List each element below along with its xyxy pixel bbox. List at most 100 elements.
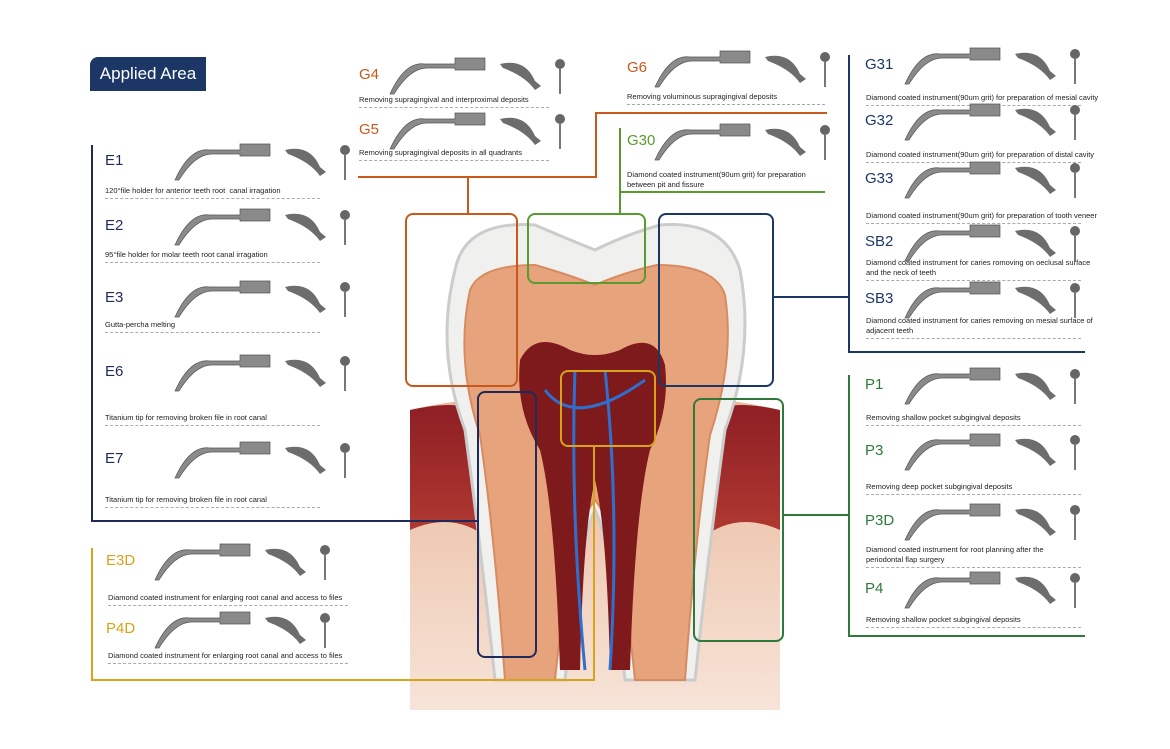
enlarge-bracket-left bbox=[91, 548, 93, 681]
divider bbox=[105, 198, 320, 199]
enlarge-bracket-bottom bbox=[91, 679, 595, 681]
supra-drop bbox=[467, 176, 469, 214]
instrument-code: G6 bbox=[627, 59, 648, 76]
instrument-code: P1 bbox=[865, 376, 884, 393]
instrument-description: Removing deep pocket subgingival deposit… bbox=[866, 482, 1013, 491]
voluminous-up bbox=[595, 112, 597, 178]
instrument-code: G31 bbox=[865, 56, 894, 73]
instrument-tip-images bbox=[385, 56, 570, 101]
instrument-tip-images bbox=[170, 142, 355, 187]
voluminous-line bbox=[595, 112, 827, 114]
instrument-description: Diamond coated instrument(90um grit) for… bbox=[866, 150, 1095, 159]
instrument-description: Diamond coated instrument for caries rem… bbox=[866, 316, 1093, 335]
instrument-code: G32 bbox=[865, 112, 894, 129]
enlarge-bracket-up bbox=[593, 446, 595, 681]
tooth-cross-section-illustration bbox=[395, 210, 795, 715]
divider bbox=[105, 425, 320, 426]
divider bbox=[108, 605, 348, 606]
instrument-tip-images bbox=[170, 279, 355, 324]
instrument-tip-images bbox=[150, 610, 335, 655]
endo-bracket-bottom bbox=[91, 520, 479, 522]
instrument-tip-images bbox=[900, 502, 1085, 547]
region-box-supragingival bbox=[405, 213, 518, 387]
instrument-code: G33 bbox=[865, 170, 894, 187]
divider bbox=[105, 332, 320, 333]
instrument-code: E3 bbox=[105, 289, 124, 306]
instrument-description: Removing shallow pocket subgingival depo… bbox=[866, 413, 1021, 422]
instrument-tip-images bbox=[150, 542, 335, 587]
instrument-description: Removing supragingival and interproximal… bbox=[359, 95, 529, 104]
fissure-left bbox=[619, 128, 621, 214]
instrument-tip-images bbox=[900, 102, 1085, 147]
divider bbox=[627, 104, 825, 105]
instrument-description: Diamond coated instrument for caries rom… bbox=[866, 258, 1091, 277]
divider bbox=[108, 663, 348, 664]
divider bbox=[866, 494, 1081, 495]
instrument-code: P3 bbox=[865, 442, 884, 459]
instrument-code: E7 bbox=[105, 450, 124, 467]
region-box-pulp bbox=[560, 370, 656, 447]
instrument-code: G4 bbox=[359, 66, 380, 83]
instrument-tip-images bbox=[170, 207, 355, 252]
applied-area-title: Applied Area bbox=[90, 57, 206, 91]
region-box-cavity bbox=[658, 213, 774, 387]
divider bbox=[359, 160, 549, 161]
region-box-root-canal bbox=[477, 391, 537, 658]
instrument-code: G5 bbox=[359, 121, 380, 138]
instrument-tip-images bbox=[385, 111, 570, 156]
instrument-description: Gutta-percha melting bbox=[105, 320, 176, 329]
instrument-code: P4 bbox=[865, 580, 884, 597]
instrument-description: 95°file holder for molar teeth root cana… bbox=[105, 250, 268, 259]
perio-bottom bbox=[848, 635, 1085, 637]
instrument-code: P3D bbox=[865, 512, 895, 529]
instrument-tip-images bbox=[170, 440, 355, 485]
divider bbox=[105, 507, 320, 508]
instrument-tip-images bbox=[170, 353, 355, 398]
instrument-description: Titanium tip for removing broken file in… bbox=[105, 495, 267, 504]
instrument-tip-images bbox=[900, 223, 1085, 268]
instrument-code: G30 bbox=[627, 132, 656, 149]
region-box-fissure bbox=[527, 213, 646, 284]
divider bbox=[866, 280, 1081, 281]
supra-line bbox=[358, 176, 597, 178]
cavity-left bbox=[848, 55, 850, 353]
divider bbox=[866, 627, 1081, 628]
instrument-tip-images bbox=[900, 570, 1085, 615]
instrument-tip-images bbox=[900, 46, 1085, 91]
divider bbox=[866, 567, 1081, 568]
instrument-tip-images bbox=[900, 160, 1085, 205]
instrument-description: Removing voluminous supragingival deposi… bbox=[627, 92, 778, 101]
cavity-connector bbox=[773, 296, 849, 298]
instrument-description: Diamond coated instrument(90um grit) for… bbox=[866, 93, 1099, 102]
perio-connector bbox=[783, 514, 849, 516]
instrument-description: Titanium tip for removing broken file in… bbox=[105, 413, 267, 422]
endo-bracket-left bbox=[91, 145, 93, 522]
instrument-description: Removing shallow pocket subgingival depo… bbox=[866, 615, 1021, 624]
instrument-tip-images bbox=[900, 280, 1085, 325]
instrument-description: Diamond coated instrument(90um grit) for… bbox=[627, 170, 806, 189]
divider bbox=[105, 262, 320, 263]
divider bbox=[359, 107, 549, 108]
instrument-description: Diamond coated instrument for enlarging … bbox=[108, 651, 343, 660]
instrument-code: E3D bbox=[106, 552, 136, 569]
instrument-code: E6 bbox=[105, 363, 124, 380]
instrument-description: 120°file holder for anterior teeth root … bbox=[105, 186, 281, 195]
instrument-code: SB2 bbox=[865, 233, 894, 250]
instrument-description: Removing supragingival deposits in all q… bbox=[359, 148, 523, 157]
instrument-code: E1 bbox=[105, 152, 124, 169]
divider bbox=[866, 338, 1081, 339]
perio-left bbox=[848, 375, 850, 637]
instrument-code: E2 bbox=[105, 217, 124, 234]
instrument-tip-images bbox=[900, 432, 1085, 477]
instrument-description: Diamond coated instrument for root plann… bbox=[866, 545, 1044, 564]
instrument-description: Diamond coated instrument for enlarging … bbox=[108, 593, 343, 602]
cavity-bottom bbox=[848, 351, 1085, 353]
instrument-tip-images bbox=[650, 49, 835, 94]
region-box-periodontal bbox=[693, 398, 784, 642]
divider bbox=[866, 223, 1081, 224]
fissure-bottom bbox=[619, 191, 825, 193]
instrument-code: SB3 bbox=[865, 290, 894, 307]
instrument-code: P4D bbox=[106, 620, 136, 637]
divider bbox=[866, 425, 1081, 426]
instrument-tip-images bbox=[650, 122, 835, 167]
